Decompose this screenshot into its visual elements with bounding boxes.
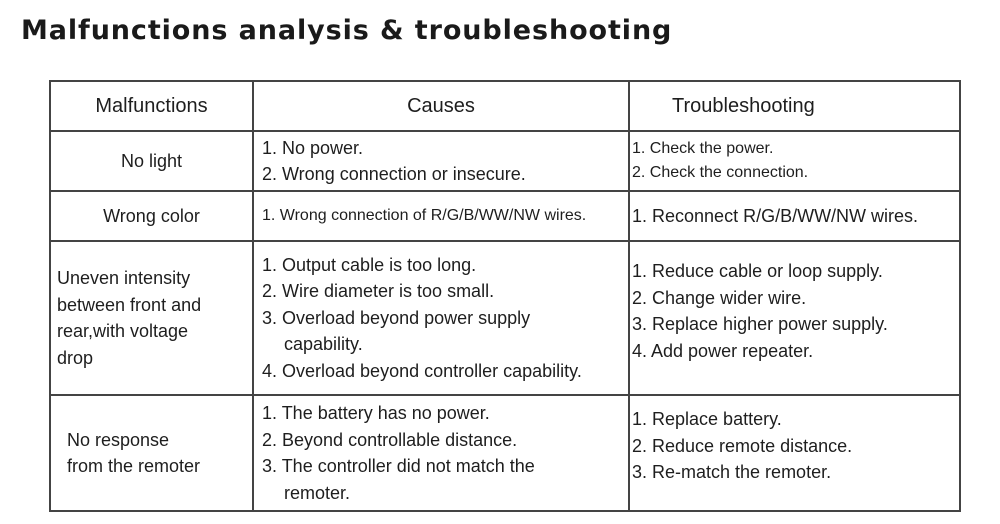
- malfunction-cell: No response from the remoter: [49, 394, 254, 512]
- cause-item: 2. Wire diameter is too small.: [262, 281, 495, 302]
- cause-item: 2. Beyond controllable distance.: [262, 429, 518, 450]
- malfunction-text: drop: [57, 347, 94, 368]
- table-row: Uneven intensity between front and rear,…: [49, 240, 961, 396]
- cause-item: 1. The battery has no power.: [262, 403, 490, 423]
- malfunction-cell: Wrong color: [49, 190, 254, 242]
- causes-cell: 1. Wrong connection of R/G/B/WW/NW wires…: [252, 190, 630, 242]
- fix-item: 1. Reconnect R/G/B/WW/NW wires.: [632, 205, 919, 226]
- causes-cell: 1. The battery has no power. 2. Beyond c…: [252, 394, 630, 512]
- malfunction-text: between front and: [57, 294, 202, 315]
- header-troubleshooting: Troubleshooting: [628, 80, 961, 132]
- cause-item: 3. Overload beyond power supply: [262, 307, 531, 328]
- table-header-row: Malfunctions Causes Troubleshooting: [49, 80, 961, 132]
- fix-item: 4. Add power repeater.: [632, 340, 814, 361]
- troubleshooting-table: Malfunctions Causes Troubleshooting No l…: [49, 80, 961, 512]
- fix-item: 2. Change wider wire.: [632, 287, 807, 308]
- malfunction-cell: No light: [49, 130, 254, 192]
- table-row: No response from the remoter 1. The batt…: [49, 394, 961, 512]
- table-row: Wrong color 1. Wrong connection of R/G/B…: [49, 190, 961, 242]
- causes-cell: 1. No power. 2. Wrong connection or inse…: [252, 130, 630, 192]
- fix-item: 2. Check the connection.: [632, 164, 809, 181]
- troubleshooting-cell: 1. Check the power. 2. Check the connect…: [628, 130, 961, 192]
- troubleshooting-cell: 1. Replace battery. 2. Reduce remote dis…: [628, 394, 961, 512]
- fix-item: 2. Reduce remote distance.: [632, 435, 853, 456]
- malfunction-text: from the remoter: [67, 456, 201, 476]
- malfunction-text: No light: [120, 150, 183, 171]
- cause-item: 4. Overload beyond controller capability…: [262, 360, 582, 381]
- fix-item: 1. Check the power.: [632, 140, 774, 157]
- malfunction-text: No response: [67, 429, 170, 450]
- fix-item: 3. Re-match the remoter.: [632, 462, 832, 482]
- cause-item: 2. Wrong connection or insecure.: [262, 164, 526, 184]
- causes-cell: 1. Output cable is too long. 2. Wire dia…: [252, 240, 630, 396]
- cause-item: 1. Wrong connection of R/G/B/WW/NW wires…: [262, 207, 587, 224]
- cause-item: 1. Output cable is too long.: [262, 254, 477, 275]
- fix-item: 3. Replace higher power supply.: [632, 314, 888, 334]
- troubleshooting-cell: 1. Reconnect R/G/B/WW/NW wires.: [628, 190, 961, 242]
- malfunction-cell: Uneven intensity between front and rear,…: [49, 240, 254, 396]
- cause-item-continuation: capability.: [284, 334, 363, 355]
- header-malfunctions: Malfunctions: [49, 80, 254, 132]
- fix-item: 1. Reduce cable or loop supply.: [632, 261, 883, 281]
- fix-item: 1. Replace battery.: [632, 409, 782, 429]
- table-row: No light 1. No power. 2. Wrong connectio…: [49, 130, 961, 192]
- cause-item-continuation: remoter.: [284, 482, 351, 503]
- header-causes: Causes: [252, 80, 630, 132]
- malfunction-text: Uneven intensity: [57, 268, 191, 288]
- malfunction-text: Wrong color: [103, 205, 200, 226]
- malfunction-text: rear,with voltage: [57, 321, 189, 341]
- cause-item: 3. The controller did not match the: [262, 456, 535, 476]
- page-title: Malfunctions analysis & troubleshooting: [21, 15, 673, 46]
- troubleshooting-cell: 1. Reduce cable or loop supply. 2. Chang…: [628, 240, 961, 396]
- cause-item: 1. No power.: [262, 137, 364, 158]
